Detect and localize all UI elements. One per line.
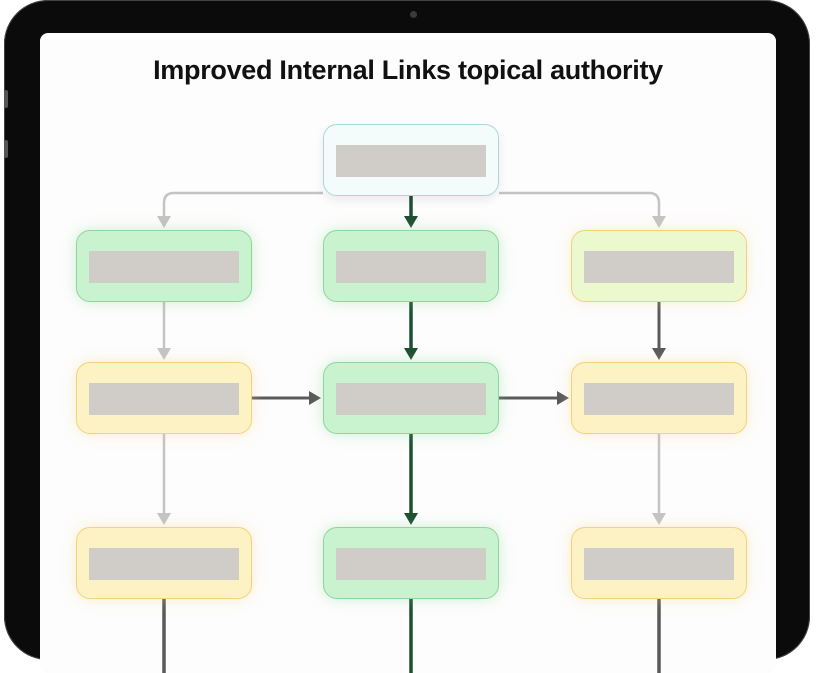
arrowhead	[652, 513, 666, 525]
node-label-placeholder	[584, 548, 734, 580]
edge-root-r1c0	[162, 191, 323, 226]
node-label-placeholder	[89, 548, 239, 580]
arrowhead	[309, 391, 321, 405]
node-label-placeholder	[89, 251, 239, 283]
arrowhead	[404, 348, 418, 360]
diagram-node-r3c2	[571, 527, 747, 599]
arrowhead	[157, 513, 171, 525]
edge-root-r1c2	[499, 191, 661, 226]
node-label-placeholder	[584, 251, 734, 283]
diagram-node-root	[323, 124, 499, 196]
diagram-node-r1c1	[323, 230, 499, 302]
diagram-node-r1c0	[76, 230, 252, 302]
arrowhead	[157, 348, 171, 360]
screen: Improved Internal Links topical authorit…	[40, 33, 776, 673]
node-label-placeholder	[336, 383, 486, 415]
node-label-placeholder	[584, 383, 734, 415]
arrowhead	[404, 216, 418, 228]
diagram-node-r3c1	[323, 527, 499, 599]
diagram-node-r2c2	[571, 362, 747, 434]
node-label-placeholder	[336, 251, 486, 283]
arrowhead	[157, 216, 171, 228]
arrowhead	[557, 391, 569, 405]
arrowhead	[652, 348, 666, 360]
node-label-placeholder	[89, 383, 239, 415]
diagram-node-r3c0	[76, 527, 252, 599]
node-label-placeholder	[336, 145, 486, 177]
camera-icon	[410, 11, 417, 18]
node-label-placeholder	[336, 548, 486, 580]
arrowhead	[404, 513, 418, 525]
side-button	[4, 90, 8, 108]
diagram-title: Improved Internal Links topical authorit…	[153, 55, 663, 85]
diagram-node-r2c1	[323, 362, 499, 434]
diagram-node-r1c2	[571, 230, 747, 302]
diagram-node-r2c0	[76, 362, 252, 434]
side-button	[4, 140, 8, 158]
arrowhead	[652, 216, 666, 228]
